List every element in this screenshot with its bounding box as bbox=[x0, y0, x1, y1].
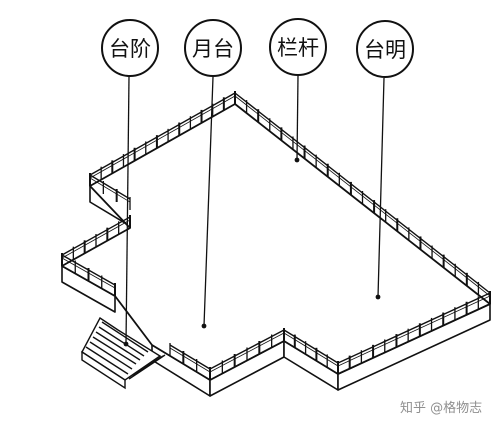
railing-lower-rail bbox=[337, 295, 491, 367]
endpoint-taijie bbox=[123, 341, 129, 347]
callout-taiming: 台明 bbox=[356, 20, 414, 78]
railing-lower-rail bbox=[283, 332, 339, 367]
endpoint-taiming bbox=[375, 294, 381, 300]
watermark: 知乎 @格物志 bbox=[400, 400, 482, 416]
callout-label-langan: 栏杆 bbox=[277, 36, 319, 60]
leader-line-langan bbox=[296, 75, 299, 161]
callout-label-yuetai: 月台 bbox=[192, 37, 234, 61]
endpoint-yuetai bbox=[201, 323, 207, 329]
platform-top-surface bbox=[61, 103, 491, 381]
staircase-treads bbox=[85, 321, 166, 380]
leader-line-yuetai bbox=[203, 76, 214, 327]
railing-handrail bbox=[89, 174, 131, 200]
railing-handrail bbox=[337, 292, 491, 364]
railing-lower-rail bbox=[169, 347, 211, 373]
callout-langan: 栏杆 bbox=[269, 18, 327, 76]
staircase-side bbox=[81, 350, 126, 390]
railing-handrail bbox=[283, 329, 339, 364]
leader-line-taijie bbox=[125, 76, 130, 345]
leader-endpoints bbox=[123, 157, 381, 347]
callout-label-taijie: 台阶 bbox=[109, 37, 151, 61]
leader-lines bbox=[125, 75, 385, 345]
callout-taijie: 台阶 bbox=[101, 19, 159, 77]
callout-label-taiming: 台明 bbox=[364, 38, 406, 62]
leader-line-taiming bbox=[377, 77, 385, 298]
railing-lower-rail bbox=[89, 177, 131, 203]
railing-handrail bbox=[169, 344, 211, 370]
railing bbox=[61, 91, 491, 380]
endpoint-langan bbox=[294, 157, 300, 163]
railing-lower-rail bbox=[89, 95, 236, 179]
callout-yuetai: 月台 bbox=[184, 19, 242, 77]
staircase bbox=[81, 316, 166, 390]
railing-handrail bbox=[89, 92, 236, 176]
